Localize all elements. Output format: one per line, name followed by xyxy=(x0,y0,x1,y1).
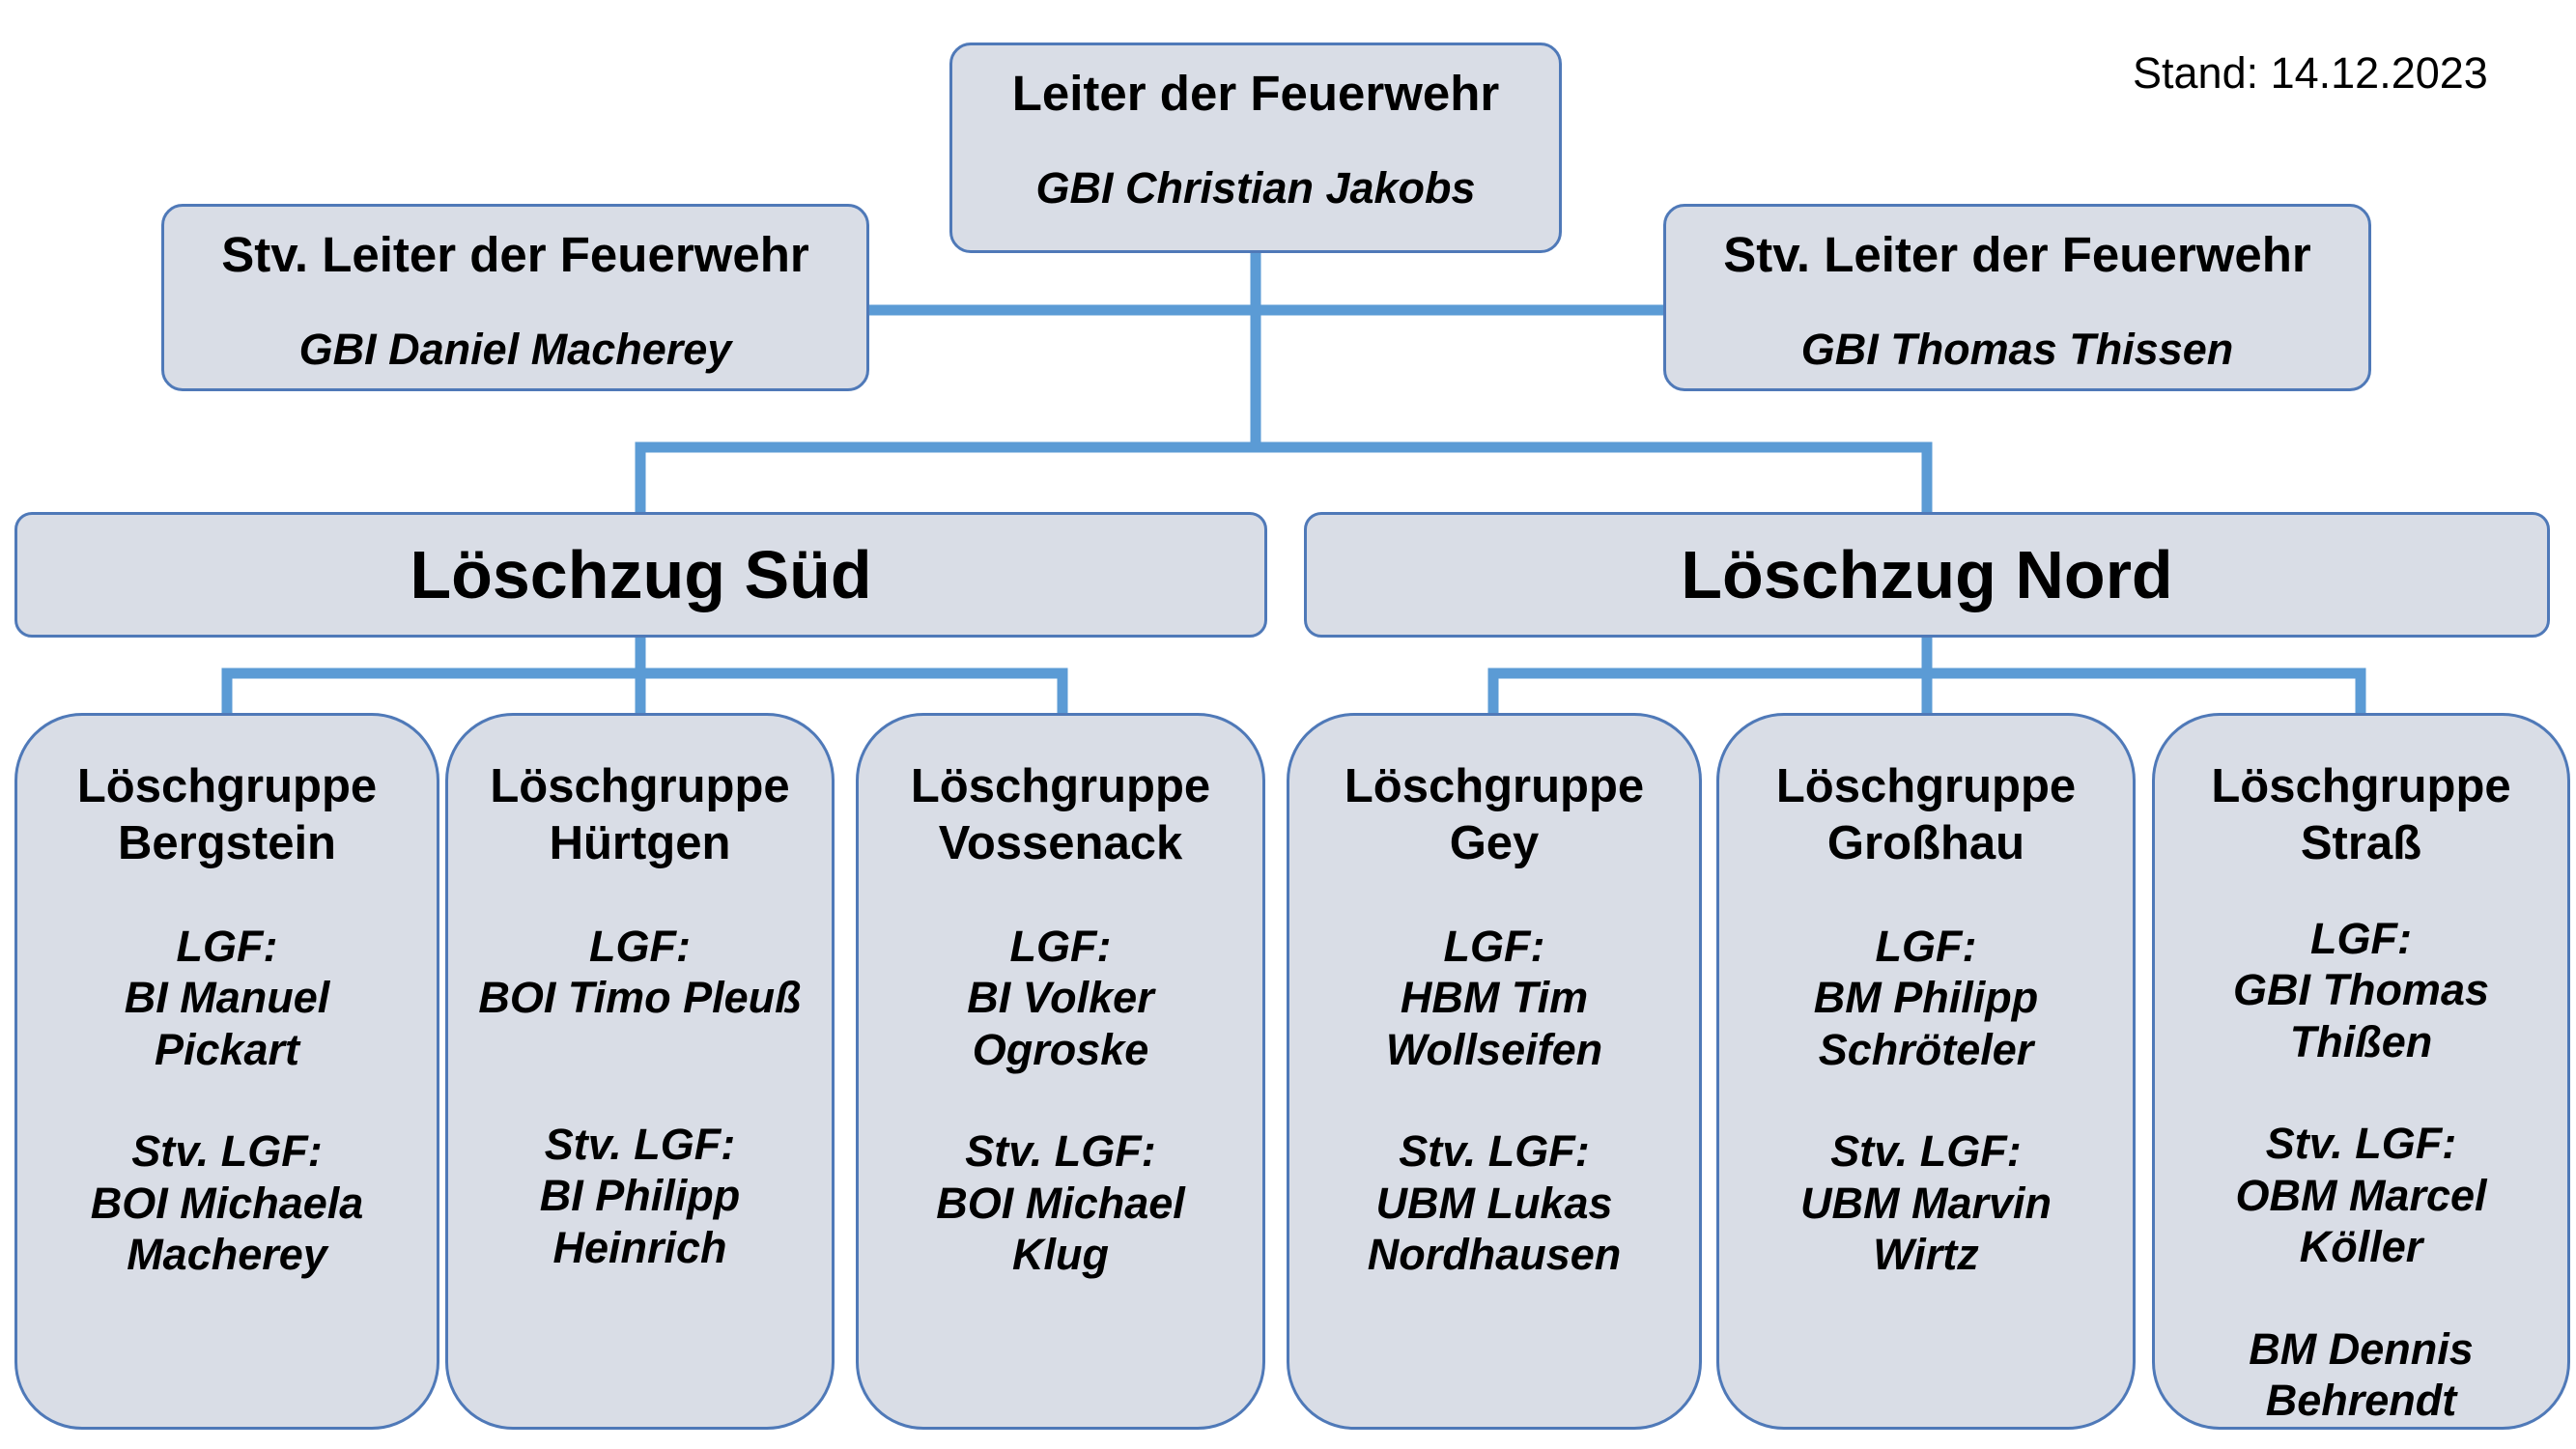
loeschzug-sued-box: Löschzug Süd xyxy=(14,512,1267,638)
loeschgruppe-bergstein-stv-lgf: Stv. LGF: BOI Michaela Macherey xyxy=(90,1126,364,1280)
stv-leiter-right-box: Stv. Leiter der Feuerwehr GBI Thomas Thi… xyxy=(1663,204,2371,391)
loeschgruppe-vossenack-lgf: LGF: BI Volker Ogroske xyxy=(967,921,1154,1074)
leiter-person: GBI Christian Jakobs xyxy=(1035,163,1476,213)
loeschgruppe-huertgen-lgf: LGF: BOI Timo Pleuß xyxy=(478,921,802,1023)
loeschzug-sued-title: Löschzug Süd xyxy=(410,537,872,612)
loeschgruppe-gey-lgf: LGF: HBM Tim Wollseifen xyxy=(1385,921,1603,1074)
loeschgruppe-vossenack-title: Löschgruppe Vossenack xyxy=(910,760,1211,869)
leiter-box: Leiter der Feuerwehr GBI Christian Jakob… xyxy=(949,43,1562,253)
loeschgruppe-huertgen-stv-lgf: Stv. LGF: BI Philipp Heinrich xyxy=(539,1119,741,1272)
stv-leiter-right-person: GBI Thomas Thissen xyxy=(1800,325,2234,375)
loeschgruppe-bergstein-lgf: LGF: BI Manuel Pickart xyxy=(124,921,330,1074)
stv-leiter-left-box: Stv. Leiter der Feuerwehr GBI Daniel Mac… xyxy=(161,204,869,391)
loeschgruppe-strass-stv-lgf: Stv. LGF: OBM Marcel Köller xyxy=(2235,1119,2487,1272)
stand-date: Stand: 14.12.2023 xyxy=(2133,48,2488,98)
loeschgruppe-huertgen-title: Löschgruppe Hürtgen xyxy=(490,760,790,869)
leiter-title: Leiter der Feuerwehr xyxy=(1011,66,1500,121)
loeschgruppe-gey-box: Löschgruppe Gey LGF: HBM Tim Wollseifen … xyxy=(1287,713,1702,1430)
stv-leiter-left-person: GBI Daniel Macherey xyxy=(298,325,732,375)
loeschgruppe-strass-box: Löschgruppe Straß LGF: GBI Thomas Thißen… xyxy=(2152,713,2570,1430)
loeschzug-nord-box: Löschzug Nord xyxy=(1304,512,2550,638)
loeschgruppe-grosshau-title: Löschgruppe Großhau xyxy=(1775,760,2077,869)
loeschgruppe-gey-stv-lgf: Stv. LGF: UBM Lukas Nordhausen xyxy=(1367,1126,1622,1280)
loeschzug-nord-title: Löschzug Nord xyxy=(1681,537,2173,612)
loeschgruppe-grosshau-box: Löschgruppe Großhau LGF: BM Philipp Schr… xyxy=(1716,713,2136,1430)
loeschgruppe-grosshau-stv-lgf: Stv. LGF: UBM Marvin Wirtz xyxy=(1799,1126,2052,1280)
loeschgruppe-vossenack-box: Löschgruppe Vossenack LGF: BI Volker Ogr… xyxy=(856,713,1265,1430)
loeschgruppe-vossenack-stv-lgf: Stv. LGF: BOI Michael Klug xyxy=(936,1126,1185,1280)
stv-leiter-right-title: Stv. Leiter der Feuerwehr xyxy=(1723,227,2311,282)
loeschgruppe-strass-lgf: LGF: GBI Thomas Thißen xyxy=(2232,913,2490,1066)
loeschgruppe-grosshau-lgf: LGF: BM Philipp Schröteler xyxy=(1813,921,2039,1074)
loeschgruppe-bergstein-title: Löschgruppe Bergstein xyxy=(76,760,378,869)
loeschgruppe-huertgen-box: Löschgruppe Hürtgen LGF: BOI Timo Pleuß … xyxy=(445,713,835,1430)
loeschgruppe-gey-title: Löschgruppe Gey xyxy=(1344,760,1645,869)
loeschgruppe-bergstein-box: Löschgruppe Bergstein LGF: BI Manuel Pic… xyxy=(14,713,439,1430)
loeschgruppe-strass-title: Löschgruppe Straß xyxy=(2211,760,2511,869)
stv-leiter-left-title: Stv. Leiter der Feuerwehr xyxy=(221,227,809,282)
loeschgruppe-strass-extra: BM Dennis Behrendt xyxy=(2249,1323,2474,1426)
